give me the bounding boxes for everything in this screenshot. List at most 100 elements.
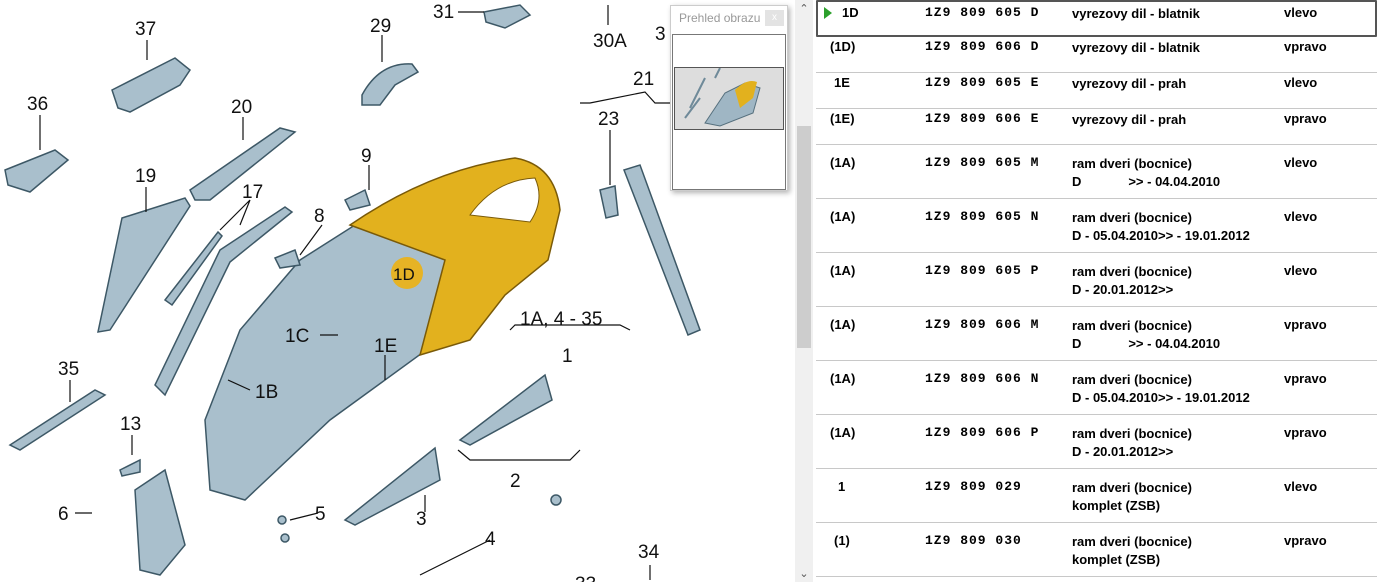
callout-37[interactable]: 37 — [135, 19, 156, 40]
side: vlevo — [1284, 75, 1318, 90]
callout-29[interactable]: 29 — [370, 16, 391, 37]
table-row[interactable]: (1A) 1Z9 809 606 M ram dveri (bocnice)D >>… — [816, 307, 1377, 361]
side: vlevo — [1284, 155, 1318, 170]
description-line1: ram dveri (bocnice) — [1072, 318, 1192, 333]
callout-21[interactable]: 21 — [633, 69, 654, 90]
description: ram dveri (bocnice)komplet (ZSB) — [1072, 533, 1192, 569]
side: vpravo — [1284, 533, 1327, 548]
description-line2: D - 05.04.2010>> - 19.01.2012 — [1072, 228, 1250, 243]
description-line1: ram dveri (bocnice) — [1072, 534, 1192, 549]
description-line1: ram dveri (bocnice) — [1072, 264, 1192, 279]
callout-34[interactable]: 34 — [638, 542, 660, 563]
part-number: 1Z9 809 606 N — [925, 371, 1040, 386]
diagram-labels: 37 29 31 30A 3 21 36 20 19 17 9 8 23 1D … — [27, 2, 666, 582]
part-21[interactable] — [623, 164, 701, 336]
part-number: 1Z9 809 605 N — [925, 209, 1040, 224]
callout-1D[interactable]: 1D — [393, 265, 415, 284]
part-number: 1Z9 809 605 M — [925, 155, 1040, 170]
side: vlevo — [1284, 479, 1318, 494]
part-36[interactable] — [4, 149, 70, 193]
callout-31[interactable]: 31 — [433, 2, 454, 23]
callout-35[interactable]: 35 — [58, 359, 79, 380]
description: ram dveri (bocnice)D >> - 04.04.2010 — [1072, 155, 1220, 191]
description: ram dveri (bocnice)komplet (ZSB) — [1072, 479, 1192, 515]
scrollbar-thumb[interactable] — [797, 126, 811, 348]
description-line1: ram dveri (bocnice) — [1072, 372, 1192, 387]
callout-30A[interactable]: 30A — [593, 31, 627, 52]
callout-5[interactable]: 5 — [315, 504, 326, 525]
callout-1E[interactable]: 1E — [374, 336, 397, 357]
part-17[interactable] — [154, 206, 294, 397]
description-line2: D - 20.01.2012>> — [1072, 444, 1174, 459]
callout-8[interactable]: 8 — [314, 206, 325, 227]
callout-3[interactable]: 3 — [416, 509, 427, 530]
image-overview-panel[interactable]: Prehled obrazu x — [670, 5, 788, 191]
position: 1D — [842, 5, 859, 20]
callout-6[interactable]: 6 — [58, 504, 69, 525]
table-row[interactable]: (1A) 1Z9 809 605 M ram dveri (bocnice)D >>… — [816, 145, 1377, 199]
part-37[interactable] — [111, 57, 192, 113]
callout-1C[interactable]: 1C — [285, 326, 309, 347]
side: vpravo — [1284, 111, 1327, 126]
part-17b[interactable] — [163, 230, 223, 307]
part-23[interactable] — [599, 185, 619, 219]
overview-thumbnail[interactable] — [672, 34, 786, 190]
part-lower[interactable] — [134, 468, 186, 576]
callout-3-top[interactable]: 3 — [655, 24, 666, 45]
callout-9[interactable]: 9 — [361, 146, 372, 167]
scroll-down-icon[interactable]: ⌄ — [799, 568, 809, 580]
overview-close-button[interactable]: x — [765, 10, 784, 26]
part-number: 1Z9 809 605 P — [925, 263, 1040, 278]
description: ram dveri (bocnice)D - 05.04.2010>> - 19… — [1072, 209, 1250, 245]
current-row-arrow-icon — [824, 7, 832, 19]
part-number: 1Z9 809 606 M — [925, 317, 1040, 332]
part-35[interactable] — [8, 389, 107, 451]
callout-36[interactable]: 36 — [27, 94, 48, 115]
callout-20[interactable]: 20 — [231, 97, 252, 118]
callout-33[interactable]: 33 — [575, 574, 596, 582]
position: (1A) — [830, 317, 856, 332]
callout-23[interactable]: 23 — [598, 109, 619, 130]
callout-4[interactable]: 4 — [485, 529, 496, 550]
position: (1A) — [830, 425, 856, 440]
parts-diagram[interactable]: 37 29 31 30A 3 21 36 20 19 17 9 8 23 1D … — [0, 0, 795, 582]
part-13[interactable] — [119, 458, 141, 477]
callout-1B[interactable]: 1B — [255, 382, 278, 403]
overview-viewport-rect[interactable] — [674, 67, 784, 130]
description-line2: D - 05.04.2010>> - 19.01.2012 — [1072, 390, 1250, 405]
part-29[interactable] — [361, 63, 420, 106]
callout-19[interactable]: 19 — [135, 166, 156, 187]
callout-1[interactable]: 1 — [562, 346, 573, 367]
part-3[interactable] — [343, 446, 441, 526]
part-19[interactable] — [97, 197, 191, 333]
position: (1A) — [830, 155, 856, 170]
description-line1: ram dveri (bocnice) — [1072, 156, 1192, 171]
part-number: 1Z9 809 606 D — [925, 39, 1040, 54]
scroll-up-icon[interactable]: ⌃ — [799, 3, 809, 15]
part-9[interactable] — [343, 188, 371, 211]
part-number: 1Z9 809 605 D — [925, 5, 1040, 20]
callout-13[interactable]: 13 — [120, 414, 141, 435]
callout-1A-4-35[interactable]: 1A, 4 - 35 — [520, 309, 602, 330]
table-row[interactable]: (1A) 1Z9 809 606 N ram dveri (bocnice) D - … — [816, 361, 1377, 415]
description: ram dveri (bocnice)D >> - 04.04.2010 — [1072, 317, 1220, 353]
part-8[interactable] — [273, 249, 301, 269]
position: (1A) — [830, 263, 856, 278]
callout-2[interactable]: 2 — [510, 471, 521, 492]
part-31[interactable] — [483, 4, 532, 29]
overview-mini-diagram — [684, 68, 761, 127]
callout-17[interactable]: 17 — [242, 182, 263, 203]
part-2[interactable] — [458, 373, 553, 446]
part-20[interactable] — [189, 127, 297, 201]
diagram-scrollbar[interactable]: ⌃ ⌄ — [795, 0, 813, 582]
position: (1A) — [830, 371, 856, 386]
